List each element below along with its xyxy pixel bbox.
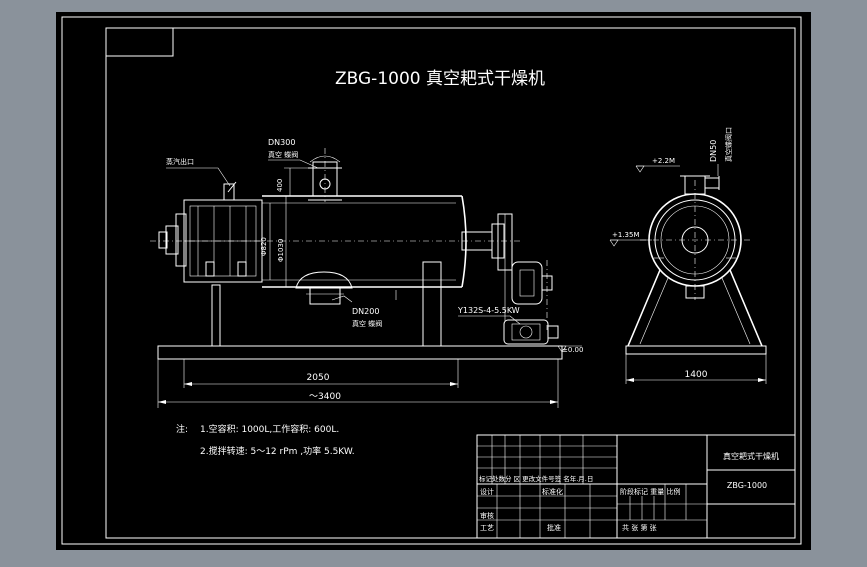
dim-820: Φ820: [260, 237, 268, 256]
title-block-model: ZBG-1000: [727, 481, 767, 490]
notes-heading: 注:: [176, 423, 188, 435]
title-block-stage-row: 阶段标记 重量 比例: [620, 487, 680, 496]
dn300-sub-label: 真空 蝶阀: [268, 150, 298, 159]
title-block-approve: 批准: [547, 523, 561, 532]
note-line-1: 1.空容积: 1000L,工作容积: 600L.: [200, 423, 339, 435]
dim-1030: Φ1030: [277, 239, 285, 262]
dn200-sub-label: 真空 蝶阀: [352, 319, 382, 328]
dim-3400: ～3400: [309, 392, 341, 402]
title-block-design: 设计: [480, 487, 494, 496]
title-block-name: 真空耙式干燥机: [723, 451, 779, 461]
motor-label: Y132S-4-5.5KW: [457, 306, 520, 315]
front-leg: [211, 284, 221, 347]
title-block-sheets: 共 张 第 张: [622, 523, 657, 532]
front-view: [150, 148, 582, 408]
level-22-label: +2.2M: [652, 157, 675, 165]
dn50-sub-label: 真空蝶阀口: [724, 127, 733, 162]
title-block-row-labels: 标记处数分 区 更改文件号签 名年.月.日: [479, 474, 593, 483]
drawing-title: ZBG-1000 真空耙式干燥机: [335, 69, 545, 89]
dn300-label: DN300: [268, 138, 295, 147]
dim-2050: 2050: [307, 373, 330, 383]
drawing-background: [56, 12, 811, 550]
steam-outlet-label: 蒸汽出口: [166, 157, 194, 166]
side-view: [609, 164, 767, 384]
side-base: [625, 345, 767, 355]
level-135-label: +1.35M: [612, 231, 640, 239]
title-block-review: 审核: [480, 511, 494, 520]
outer-border: [61, 16, 802, 545]
rear-leg: [422, 261, 442, 347]
inner-border: [105, 27, 796, 539]
dn200-label: DN200: [352, 307, 379, 316]
level-000-label: ±0.00: [562, 346, 583, 354]
title-block-standardize: 标准化: [542, 487, 563, 496]
title-block: [476, 434, 796, 539]
dim-400: 400: [276, 179, 284, 192]
corner-box: [105, 27, 174, 57]
dn50-label: DN50: [709, 140, 718, 162]
discharge-valve: [295, 271, 353, 289]
note-line-2: 2.搅拌转速: 5～12 rPm ,功率 5.5KW.: [200, 445, 355, 457]
dim-1400: 1400: [685, 370, 708, 380]
title-block-process: 工艺: [480, 524, 494, 532]
